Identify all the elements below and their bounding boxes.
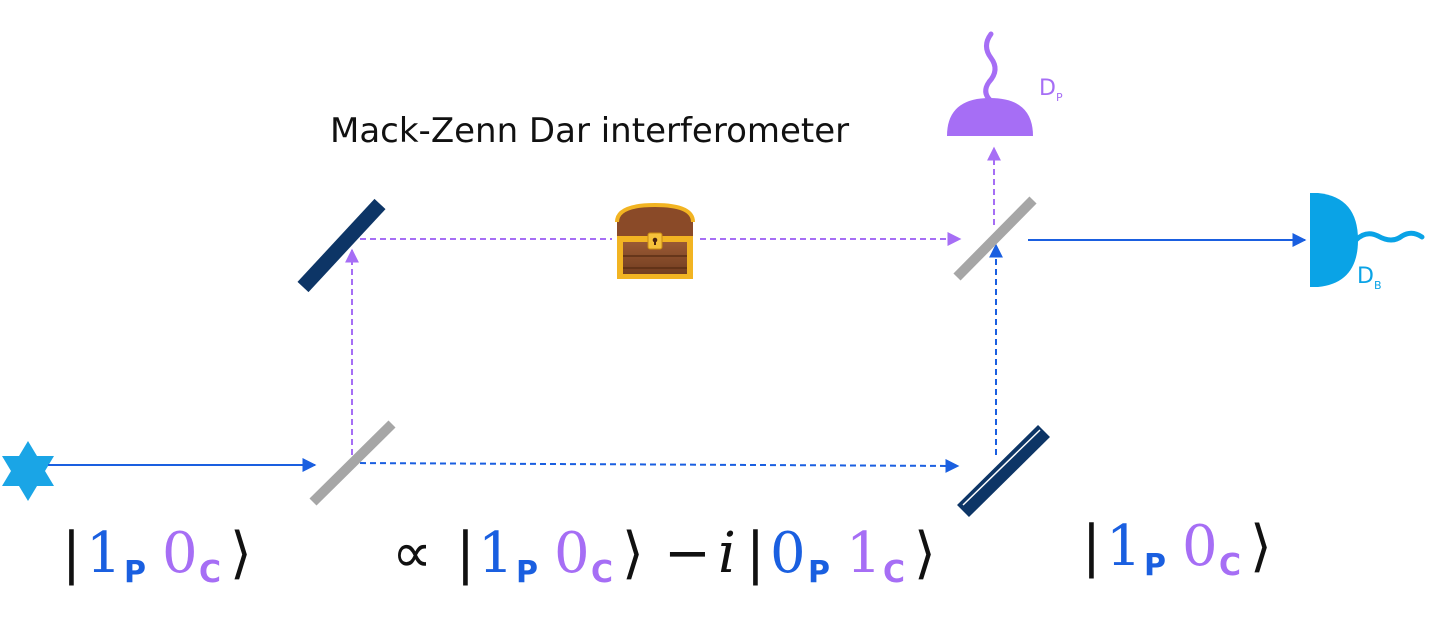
detector-purple-label: DP: [1039, 76, 1063, 104]
ket-input-state: | 1 P 0 C ⟩: [62, 521, 252, 590]
svg-text:|: |: [456, 521, 475, 586]
svg-text:1: 1: [846, 521, 882, 586]
svg-text:0: 0: [770, 521, 806, 586]
beam-splitter-output: [953, 196, 1037, 281]
svg-text:0: 0: [554, 521, 590, 586]
svg-text:⟩: ⟩: [230, 521, 252, 586]
svg-text:1: 1: [86, 521, 122, 586]
detector-purple-icon: [947, 31, 1033, 136]
svg-text:|: |: [1082, 514, 1101, 579]
diagram-title: Mack-Zenn Dar interferometer: [330, 111, 849, 151]
lower-arm-beam: [349, 458, 960, 473]
svg-text:|: |: [746, 521, 765, 586]
ket-superposition-state: ∝ | 1 P 0 C ⟩ − i | 0 P 1 C ⟩: [392, 521, 936, 590]
svg-text:−: −: [664, 521, 711, 586]
svg-text:|: |: [62, 521, 81, 586]
svg-text:1: 1: [478, 521, 514, 586]
svg-text:P: P: [516, 555, 538, 590]
detector-blue-icon: [1310, 193, 1425, 287]
svg-text:0: 0: [1182, 514, 1218, 579]
photon-source-star-icon: [2, 441, 54, 501]
svg-text:C: C: [1219, 548, 1241, 583]
mirror-top-left: [297, 198, 386, 293]
svg-text:P: P: [124, 555, 146, 590]
svg-text:∝: ∝: [392, 521, 432, 586]
mirror-bottom-right: [957, 424, 1050, 518]
beam-splitter-input: [309, 420, 396, 506]
svg-text:C: C: [199, 555, 221, 590]
ket-output-state: | 1 P 0 C ⟩: [1082, 514, 1272, 583]
detector-blue-label: DB: [1357, 264, 1382, 292]
svg-text:C: C: [883, 555, 905, 590]
svg-text:P: P: [808, 555, 830, 590]
treasure-chest-icon: [615, 202, 695, 279]
svg-text:⟩: ⟩: [1250, 514, 1272, 579]
svg-text:⟩: ⟩: [622, 521, 644, 586]
svg-text:0: 0: [162, 521, 198, 586]
svg-text:1: 1: [1106, 514, 1142, 579]
svg-text:⟩: ⟩: [914, 521, 936, 586]
svg-text:C: C: [591, 555, 613, 590]
svg-text:i: i: [718, 521, 736, 586]
svg-text:P: P: [1144, 548, 1166, 583]
beam-paths: [48, 146, 1307, 473]
